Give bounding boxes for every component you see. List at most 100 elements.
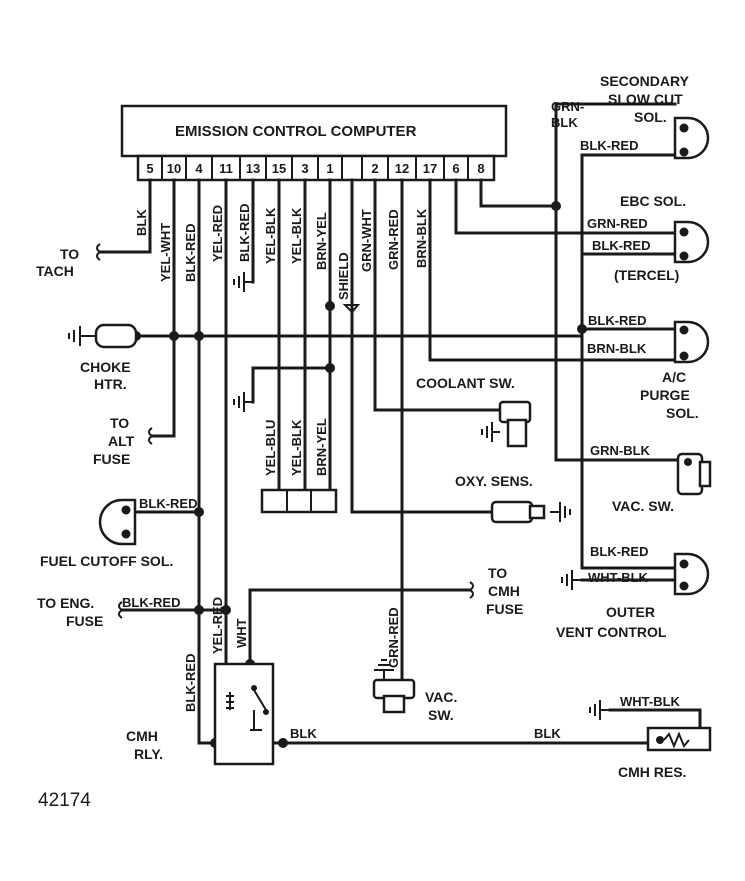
label-vac-sw-right: VAC. SW.	[612, 498, 674, 514]
ecu-pin-12: 12	[395, 161, 409, 176]
label-to-eng: TO ENG.	[37, 595, 94, 611]
wire-label-yel-red-rly: YEL-RED	[210, 597, 225, 654]
label-purge: PURGE	[640, 387, 690, 403]
label-purge-sol: SOL.	[666, 405, 699, 421]
wire-label-grn-red-ebc: GRN-RED	[587, 216, 648, 231]
ecu-box	[120, 104, 508, 158]
label-cmh-rly-cmh: CMH	[126, 728, 158, 744]
ac-purge-solenoid	[673, 320, 710, 364]
wire-label-brn-blk-17: BRN-BLK	[414, 208, 429, 268]
wire-label-yel-blk-3: YEL-BLK	[289, 207, 304, 264]
fuel-cutoff-solenoid	[98, 498, 137, 546]
wire-label-blk-red-eng: BLK-RED	[122, 595, 181, 610]
ecu-pin-1: 1	[326, 161, 333, 176]
label-vent-control: VENT CONTROL	[556, 624, 667, 640]
label-oxy-sens: OXY. SENS.	[455, 473, 533, 489]
wire-labels: BLK YEL-WHT BLK-RED YEL-RED BLK-RED YEL-…	[122, 99, 681, 741]
label-coolant-sw: COOLANT SW.	[416, 375, 515, 391]
eng-fuse-symbol	[118, 601, 124, 619]
wire-label-brn-yel-conn: BRN-YEL	[314, 418, 329, 476]
wire-label-grn-blk-vac: GRN-BLK	[590, 443, 651, 458]
label-fuel-cutoff: FUEL CUTOFF SOL.	[40, 553, 173, 569]
ecu-pin-15: 15	[272, 161, 286, 176]
wire-label-blk-red-ac: BLK-RED	[588, 313, 647, 328]
wire-label-blk-red-ebc: BLK-RED	[592, 238, 651, 253]
coolant-switch	[498, 400, 532, 448]
ground-symbols	[233, 272, 610, 720]
label-alt: ALT	[108, 433, 135, 449]
label-eng-fuse: FUSE	[66, 613, 103, 629]
wire-label-blk-red-rly: BLK-RED	[183, 654, 198, 713]
wire-label-blk-res: BLK	[534, 726, 561, 741]
wire-label-brn-blk-ac: BRN-BLK	[587, 341, 647, 356]
vac-switch-right	[676, 452, 712, 496]
label-alt-fuse: FUSE	[93, 451, 130, 467]
label-slow-cut: SLOW CUT	[608, 91, 683, 107]
wire-label-shield: SHIELD	[336, 252, 351, 300]
wire-label-grn-wht: GRN-WHT	[359, 209, 374, 272]
choke-heater	[68, 323, 138, 349]
component-labels: SECONDARY SLOW CUT SOL. EBC SOL. (TERCEL…	[36, 73, 699, 811]
ebc-solenoid	[673, 220, 710, 264]
wire-label-yel-blu: YEL-BLU	[263, 420, 278, 476]
wire-label-yel-red-11: YEL-RED	[210, 205, 225, 262]
oxygen-sensor	[490, 500, 546, 524]
wire-label-brn-yel-1: BRN-YEL	[314, 212, 329, 270]
label-tach: TACH	[36, 263, 74, 279]
ecu-pin-17: 17	[423, 161, 437, 176]
ecu-pin-4: 4	[195, 161, 203, 176]
ecu-pin-5: 5	[146, 161, 153, 176]
figure-number: 42174	[38, 790, 91, 811]
ecu-pin-11: 11	[219, 161, 233, 176]
label-vac: VAC.	[425, 689, 457, 705]
label-htr: HTR.	[94, 376, 127, 392]
label-cmh: CMH	[488, 583, 520, 599]
ecu-pin-2: 2	[371, 161, 378, 176]
wire-label-blk-red-13: BLK-RED	[237, 204, 252, 263]
label-cmh-fuse: FUSE	[486, 601, 523, 617]
label-secondary-sol: SOL.	[634, 109, 667, 125]
wire-label-yel-wht: YEL-WHT	[158, 223, 173, 282]
ecu-pin-strip: 5 10 4 11 13 15 3 1 2 12 17 6 8	[136, 154, 496, 182]
label-vac-sw: SW.	[428, 707, 454, 723]
cmh-relay	[213, 662, 275, 766]
vac-switch-bottom	[372, 678, 416, 714]
wire-label-wht-blk-res: WHT-BLK	[620, 694, 681, 709]
secondary-slow-cut-solenoid	[673, 116, 710, 160]
label-ac: A/C	[662, 369, 686, 385]
wire-label-blk-red-vent: BLK-RED	[590, 544, 649, 559]
ecu-pin-6: 6	[452, 161, 459, 176]
wire-runs	[96, 102, 702, 745]
label-rly: RLY.	[134, 746, 163, 762]
label-to-alt-to: TO	[110, 415, 129, 431]
ecu-pin-10: 10	[167, 161, 181, 176]
connector-block	[260, 488, 338, 514]
label-choke: CHOKE	[80, 359, 131, 375]
wire-label-grn-red-vac: GRN-RED	[386, 607, 401, 668]
label-to-tach-to: TO	[60, 246, 79, 262]
wire-label-yel-blk-conn: YEL-BLK	[289, 419, 304, 476]
wire-label-blk-red-sec: BLK-RED	[580, 138, 639, 153]
wire-label-blk-5: BLK	[134, 209, 149, 236]
label-tercel: (TERCEL)	[614, 267, 679, 283]
wire-label-blk-rly-out: BLK	[290, 726, 317, 741]
wire-label-grn: GRN-	[551, 99, 584, 114]
label-secondary: SECONDARY	[600, 73, 690, 89]
ecu-pin-3: 3	[301, 161, 308, 176]
wire-label-blk: BLK	[551, 115, 578, 130]
outer-vent-control	[673, 552, 710, 596]
wire-label-grn-red-12: GRN-RED	[386, 209, 401, 270]
cmh-resistor	[646, 726, 712, 752]
ecu-pin-8: 8	[477, 161, 484, 176]
label-to-cmh-to: TO	[488, 565, 507, 581]
wire-label-wht: WHT	[234, 618, 249, 648]
wire-label-blk-red-fuel: BLK-RED	[139, 496, 198, 511]
wire-label-yel-blk-15: YEL-BLK	[263, 207, 278, 264]
wire-label-wht-blk-vent: WHT-BLK	[588, 570, 649, 585]
label-ebc-sol: EBC SOL.	[620, 193, 686, 209]
ecu-title: EMISSION CONTROL COMPUTER	[175, 123, 417, 140]
wire-label-blk-red-4: BLK-RED	[183, 224, 198, 283]
ecu-pin-13: 13	[246, 161, 260, 176]
label-outer: OUTER	[606, 604, 655, 620]
